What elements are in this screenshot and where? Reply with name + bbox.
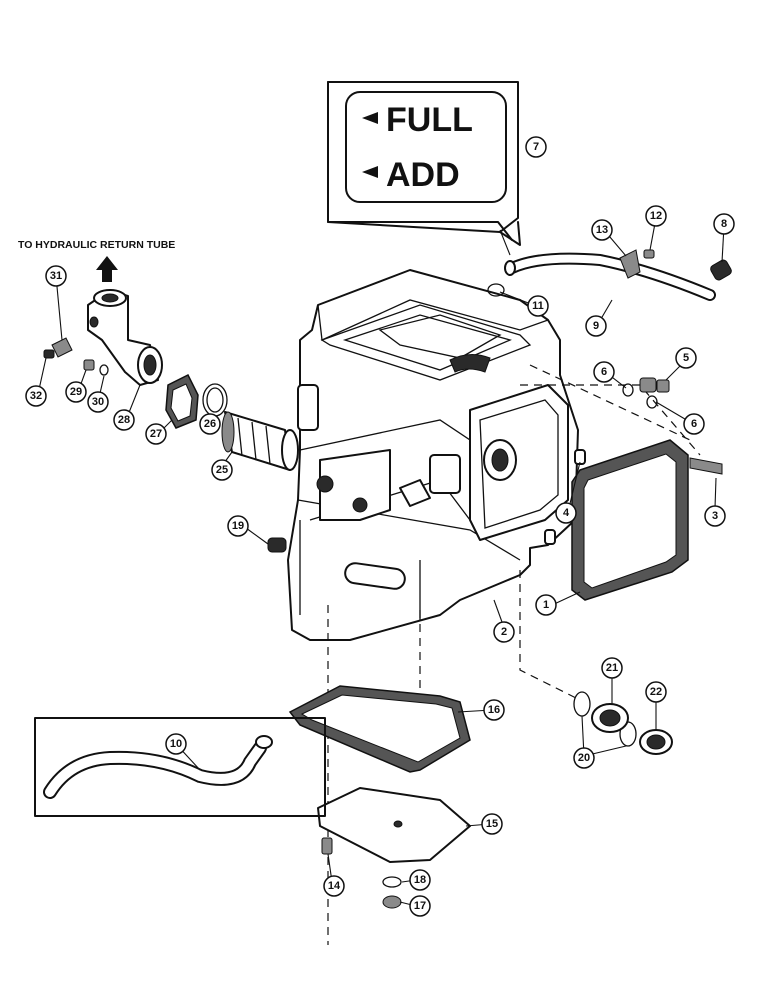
callout-14: 14 [323,875,345,897]
callout-25: 25 [211,459,233,481]
svg-text:12: 12 [650,210,662,222]
callout-6a: 6 [593,361,615,383]
callout-10: 10 [165,733,187,755]
gasket-rear-cover [571,439,689,601]
svg-text:18: 18 [414,874,426,886]
gasket-bottom-cover [288,685,471,773]
callout-3: 3 [704,505,726,527]
callout-20: 20 [573,747,595,769]
svg-text:11: 11 [532,300,544,312]
callout-16: 16 [483,699,505,721]
callout-18: 18 [409,869,431,891]
svg-text:28: 28 [118,414,130,426]
svg-text:5: 5 [683,352,689,364]
return-tube-label: TO HYDRAULIC RETURN TUBE [18,239,175,251]
svg-text:31: 31 [50,270,62,282]
callout-8: 8 [713,213,735,235]
callout-4: 4 [555,502,577,524]
callout-27: 27 [145,423,167,445]
callout-5: 5 [675,347,697,369]
svg-text:30: 30 [92,396,104,408]
svg-text:25: 25 [216,464,228,476]
callout-17: 17 [409,895,431,917]
callout-7: 7 [525,136,547,158]
bottom-cover-plate [317,787,471,863]
svg-text:2: 2 [501,626,507,638]
stud-bolt [689,457,723,475]
full-arrow-icon [362,112,378,124]
callout-6b: 6 [683,413,705,435]
svg-text:21: 21 [606,662,618,674]
callout-29: 29 [65,381,87,403]
svg-text:9: 9 [593,320,599,332]
callout-2: 2 [493,621,515,643]
callout-9: 9 [585,315,607,337]
callout-12: 12 [645,205,667,227]
svg-text:16: 16 [488,704,500,716]
gauge-add-label: ADD [386,156,460,194]
tube-inset-box [34,717,326,817]
svg-text:3: 3 [712,510,718,522]
svg-text:15: 15 [486,818,498,830]
callout-11: 11 [527,295,549,317]
svg-text:29: 29 [70,386,82,398]
svg-text:6: 6 [691,418,697,430]
return-tube-note: TO HYDRAULIC RETURN TUBE [18,239,175,282]
up-arrow-icon [96,256,118,282]
svg-text:26: 26 [204,418,216,430]
svg-text:27: 27 [150,428,162,440]
callout-32: 32 [25,385,47,407]
callout-31: 31 [45,265,67,287]
svg-text:7: 7 [533,141,539,153]
svg-text:1: 1 [543,599,549,611]
callout-13: 13 [591,219,613,241]
svg-text:17: 17 [414,900,426,912]
dipstick-gauge-inset: FULL ADD [327,81,521,256]
callouts: 1 2 3 4 5 6 6 7 8 9 10 11 12 13 14 15 16… [25,136,735,917]
svg-text:8: 8 [721,218,727,230]
svg-text:4: 4 [563,507,570,519]
transmission-housing [287,269,579,641]
callout-19: 19 [227,515,249,537]
callout-15: 15 [481,813,503,835]
svg-text:14: 14 [328,880,341,892]
callout-1: 1 [535,594,557,616]
callout-26: 26 [199,413,221,435]
callout-28: 28 [113,409,135,431]
svg-text:22: 22 [650,686,662,698]
callout-21: 21 [601,657,623,679]
callout-30: 30 [87,391,109,413]
svg-text:10: 10 [170,738,182,750]
filter-screen [221,411,299,471]
add-arrow-icon [362,166,378,178]
callout-22: 22 [645,681,667,703]
dipstick-tube [504,252,716,301]
svg-text:20: 20 [578,752,590,764]
gauge-full-label: FULL [386,101,473,139]
svg-text:32: 32 [30,390,42,402]
return-elbow [87,289,163,386]
svg-text:6: 6 [601,366,607,378]
svg-text:19: 19 [232,520,244,532]
svg-text:13: 13 [596,224,608,236]
